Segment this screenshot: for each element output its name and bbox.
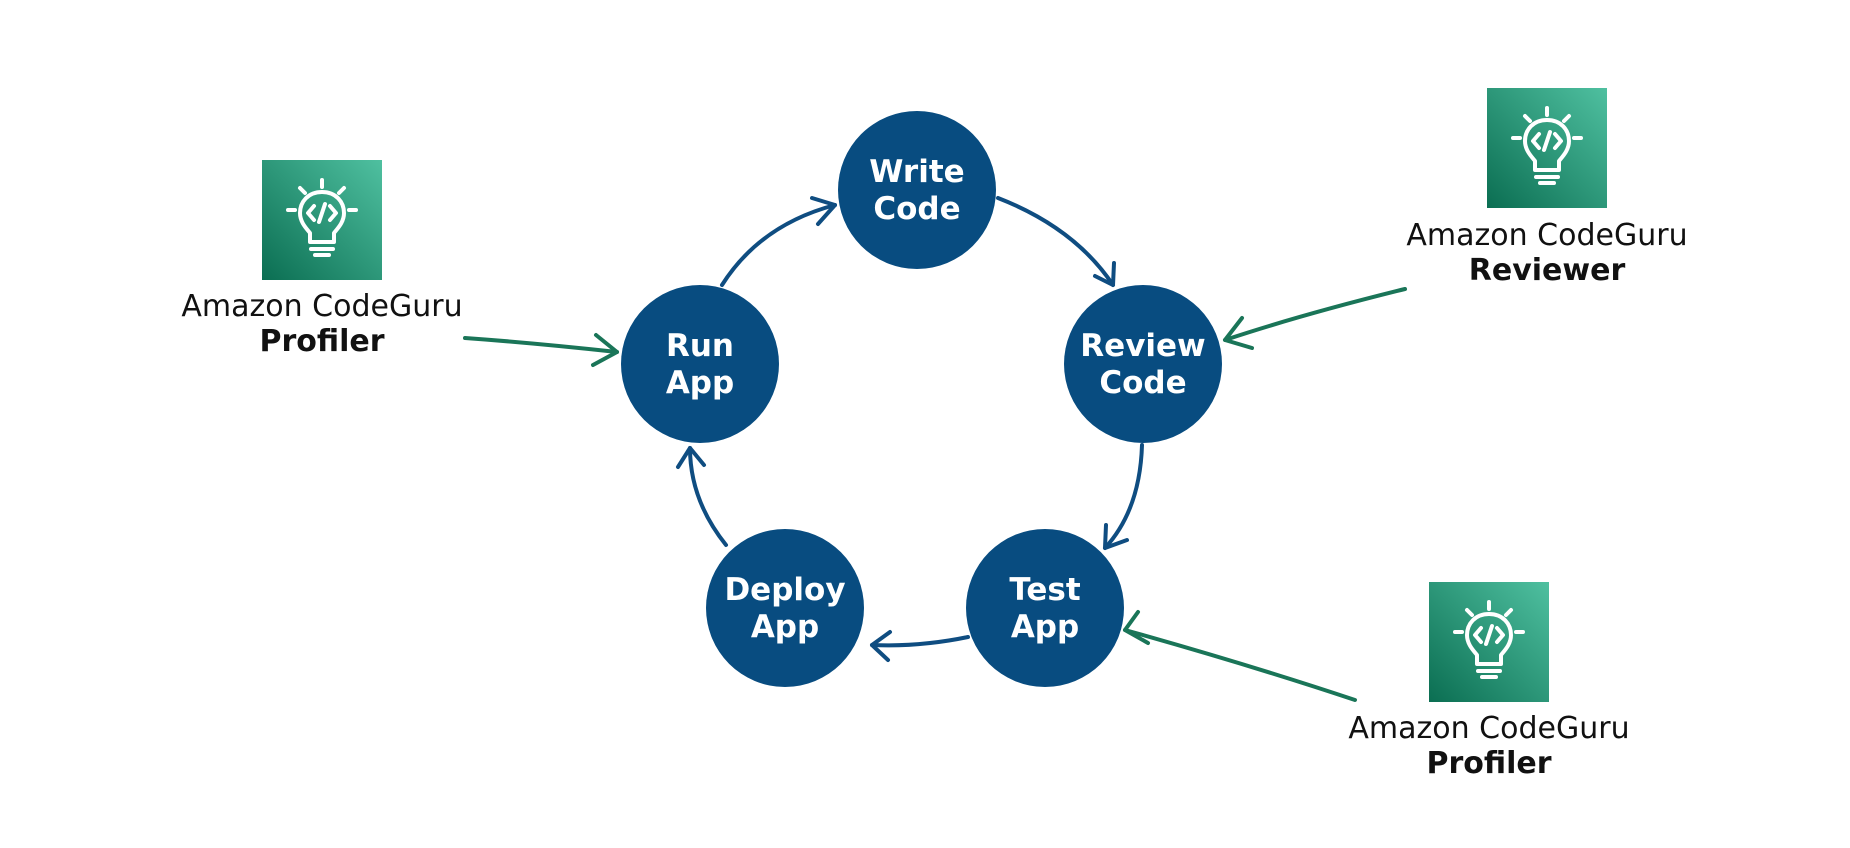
arrow-write-to-review <box>996 196 1116 287</box>
service-profiler-left-role: Profiler <box>259 324 384 359</box>
service-profiler-left: Amazon CodeGuru Profiler <box>181 160 463 359</box>
node-run-app: Run App <box>621 285 779 443</box>
services: Amazon CodeGuru Profiler Amazon CodeGuru… <box>181 88 1688 781</box>
node-write-code-line1: Write <box>869 154 964 190</box>
node-review-code-circle <box>1064 285 1222 443</box>
node-test-app-line1: Test <box>1009 572 1081 608</box>
node-write-code-circle <box>838 111 996 269</box>
node-deploy-app-line1: Deploy <box>724 572 845 608</box>
node-test-app: Test App <box>966 529 1124 687</box>
node-deploy-app-line2: App <box>751 609 819 645</box>
node-run-app-line1: Run <box>666 328 734 364</box>
node-review-code-line1: Review <box>1080 328 1205 364</box>
service-profiler-bottom-right-name: Amazon CodeGuru <box>1348 711 1629 746</box>
lightbulb-code-icon <box>262 160 382 280</box>
node-write-code-line2: Code <box>873 191 960 227</box>
node-run-app-line2: App <box>666 365 734 401</box>
arrow-review-to-test <box>1103 443 1144 550</box>
service-profiler-bottom-right: Amazon CodeGuru Profiler <box>1348 582 1630 781</box>
cycle-nodes: Write Code Review Code Test App Deploy A… <box>621 111 1222 687</box>
service-reviewer-right-role: Reviewer <box>1469 253 1626 288</box>
arrow-profiler-to-run-app <box>463 333 619 367</box>
node-deploy-app: Deploy App <box>706 529 864 687</box>
arrow-profiler-to-test-app <box>1123 610 1357 702</box>
node-test-app-line2: App <box>1011 609 1079 645</box>
service-profiler-bottom-right-role: Profiler <box>1426 746 1551 781</box>
arrow-test-to-deploy <box>870 630 970 662</box>
arrow-deploy-to-run <box>676 446 728 547</box>
node-test-app-circle <box>966 529 1124 687</box>
service-profiler-left-name: Amazon CodeGuru <box>181 289 462 324</box>
arrow-reviewer-to-review-code <box>1223 287 1407 350</box>
cycle-arrows <box>676 196 1144 662</box>
node-write-code: Write Code <box>838 111 996 269</box>
node-run-app-circle <box>621 285 779 443</box>
arrow-run-to-write <box>720 196 837 287</box>
lightbulb-code-icon <box>1487 88 1607 208</box>
lightbulb-code-icon <box>1429 582 1549 702</box>
node-deploy-app-circle <box>706 529 864 687</box>
node-review-code-line2: Code <box>1099 365 1186 401</box>
node-review-code: Review Code <box>1064 285 1222 443</box>
service-reviewer-right: Amazon CodeGuru Reviewer <box>1406 88 1688 288</box>
service-arrows <box>463 287 1407 702</box>
service-reviewer-right-name: Amazon CodeGuru <box>1406 218 1687 253</box>
